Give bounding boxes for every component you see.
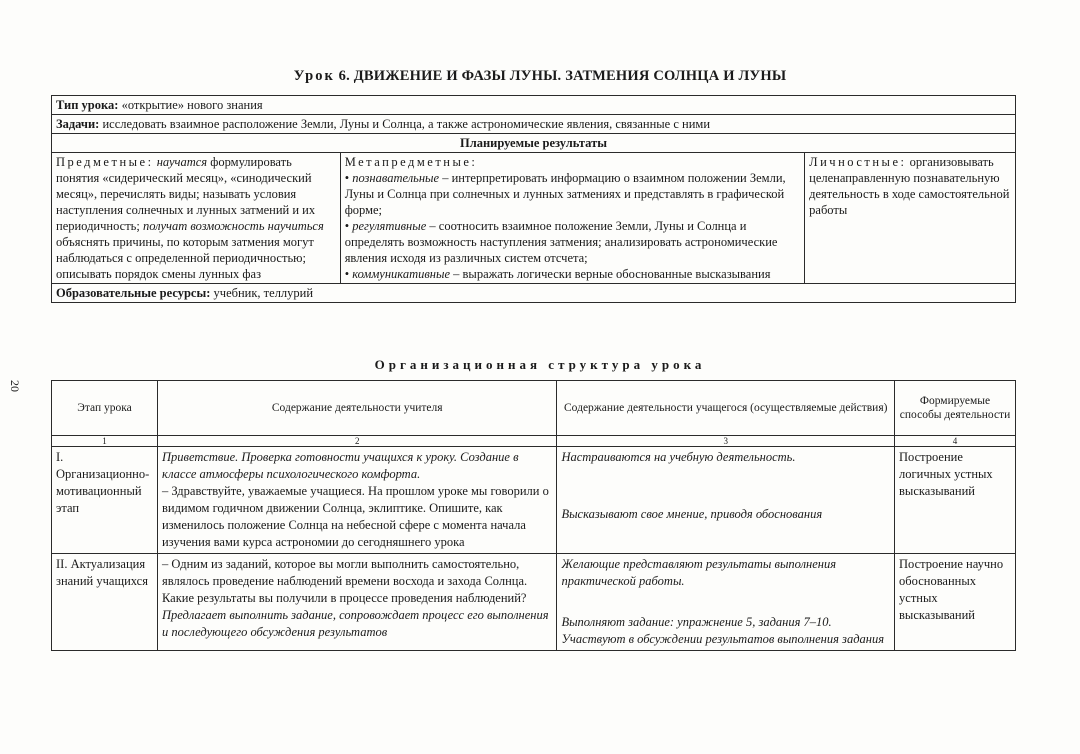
planned-results-row: Предметные: научатся формулировать понят… bbox=[51, 152, 1016, 284]
header-skills: Формируемые способы деятельности bbox=[894, 380, 1016, 436]
tasks-label: Задачи: bbox=[56, 117, 100, 131]
meta-cognitive-label: познавательные bbox=[352, 171, 440, 185]
row-1-teacher-text: – Здравствуйте, уважаемые учащиеся. На п… bbox=[161, 484, 549, 549]
subject-results-text-1: формулировать понятия «сидерический меся… bbox=[56, 155, 316, 233]
resources-value: учебник, теллурий bbox=[213, 286, 314, 300]
column-number-1: 1 bbox=[51, 435, 158, 447]
column-number-row: 1 2 3 4 bbox=[51, 435, 1016, 447]
column-number-3: 3 bbox=[556, 435, 896, 447]
header-stage: Этап урока bbox=[51, 380, 158, 436]
header-student: Содержание деятельности учащегося (осуще… bbox=[556, 380, 896, 436]
row-1-skills: Построение логичных устных высказываний bbox=[894, 446, 1016, 554]
resources-row: Образовательные ресурсы: учебник, теллур… bbox=[51, 283, 1016, 303]
meta-regulatory: • регулятивные – соотносить взаимное пол… bbox=[344, 219, 778, 265]
subject-results-text-2: объяснять причины, по которым затмения м… bbox=[56, 235, 314, 281]
structure-title: Организационная структура урока bbox=[374, 357, 706, 372]
row-2-stage: II. Актуализация знаний учащихся bbox=[51, 553, 158, 651]
subject-results-label: Предметные: bbox=[56, 155, 154, 169]
lesson-type-value: «открытие» нового знания bbox=[121, 98, 263, 112]
row-1-teacher: Приветствие. Проверка готовности учащихс… bbox=[156, 446, 558, 554]
personal-results-label: Личностные: bbox=[809, 155, 907, 169]
subject-results-cell: Предметные: научатся формулировать понят… bbox=[51, 152, 341, 284]
header-teacher: Содержание деятельности учителя bbox=[156, 380, 558, 436]
resources-label: Образовательные ресурсы: bbox=[56, 286, 211, 300]
subject-results-italic-2: получат возможность научиться bbox=[142, 219, 324, 233]
table-row: II. Актуализация знаний учащихся – Одним… bbox=[51, 553, 1016, 651]
page-number: 20 bbox=[8, 380, 22, 392]
row-2-student-2: Выполняют задание: упражнение 5, задания… bbox=[561, 615, 832, 629]
personal-results-text: организовывать целенаправленную познават… bbox=[809, 155, 1010, 217]
row-2-teacher-italic: Предлагает выполнить задание, сопровожда… bbox=[161, 608, 549, 639]
structure-table: Этап урока Содержание деятельности учите… bbox=[51, 380, 1016, 651]
meta-regulatory-label: регулятивные bbox=[352, 219, 427, 233]
row-1-stage: I. Организационно-мотивационный этап bbox=[51, 446, 158, 554]
meta-results-cell: Метапредметные: • познавательные – интер… bbox=[339, 152, 806, 284]
row-2-student: Желающие представляют результаты выполне… bbox=[556, 553, 896, 651]
meta-communicative-text: – выражать логически верные обоснованные… bbox=[453, 267, 771, 281]
column-number-4: 4 bbox=[894, 435, 1016, 447]
row-1-teacher-italic: Приветствие. Проверка готовности учащихс… bbox=[161, 450, 519, 481]
meta-regulatory-text: – соотносить взаимное положение Земли, Л… bbox=[344, 219, 778, 265]
lesson-title-prefix: Урок bbox=[293, 68, 335, 84]
personal-results-cell: Личностные: организовывать целенаправлен… bbox=[804, 152, 1016, 284]
row-1-student-2: Высказывают свое мнение, приводя обоснов… bbox=[561, 507, 823, 521]
tasks-row: Задачи: исследовать взаимное расположени… bbox=[51, 114, 1016, 134]
structure-header-row: Этап урока Содержание деятельности учите… bbox=[51, 380, 1016, 436]
row-1-student: Настраиваются на учебную деятельность. В… bbox=[556, 446, 896, 554]
lesson-title-main: 6. ДВИЖЕНИЕ И ФАЗЫ ЛУНЫ. ЗАТМЕНИЯ СОЛНЦА… bbox=[338, 68, 787, 84]
table-row: I. Организационно-мотивационный этап При… bbox=[51, 446, 1016, 554]
planned-results-header-row: Планируемые результаты bbox=[51, 133, 1016, 153]
lesson-title: Урок 6. ДВИЖЕНИЕ И ФАЗЫ ЛУНЫ. ЗАТМЕНИЯ С… bbox=[0, 68, 1080, 85]
row-2-student-3: Участвуют в обсуждении результатов выпол… bbox=[561, 632, 885, 646]
meta-cognitive: • познавательные – интерпретировать инфо… bbox=[344, 171, 786, 217]
subject-results-italic-1: научатся bbox=[156, 155, 208, 169]
row-1-student-1: Настраиваются на учебную деятельность. bbox=[561, 450, 796, 464]
row-2-skills: Построение научно обоснованных устных вы… bbox=[894, 553, 1016, 651]
planned-results-header: Планируемые результаты bbox=[51, 133, 1016, 153]
column-number-2: 2 bbox=[156, 435, 558, 447]
row-2-student-1: Желающие представляют результаты выполне… bbox=[561, 557, 837, 588]
lesson-info-table: Тип урока: «открытие» нового знания Зада… bbox=[51, 95, 1016, 303]
lesson-type-row: Тип урока: «открытие» нового знания bbox=[51, 95, 1016, 115]
meta-communicative-label: коммуникативные bbox=[352, 267, 451, 281]
row-2-teacher-text: – Одним из заданий, которое вы могли вып… bbox=[161, 557, 528, 605]
lesson-type-label: Тип урока: bbox=[56, 98, 119, 112]
row-2-teacher: – Одним из заданий, которое вы могли вып… bbox=[156, 553, 558, 651]
meta-communicative: • коммуникативные – выражать логически в… bbox=[344, 267, 771, 281]
meta-results-label: Метапредметные: bbox=[344, 155, 478, 169]
meta-cognitive-text: – интерпретировать информацию о взаимном… bbox=[344, 171, 786, 217]
tasks-value: исследовать взаимное расположение Земли,… bbox=[102, 117, 711, 131]
